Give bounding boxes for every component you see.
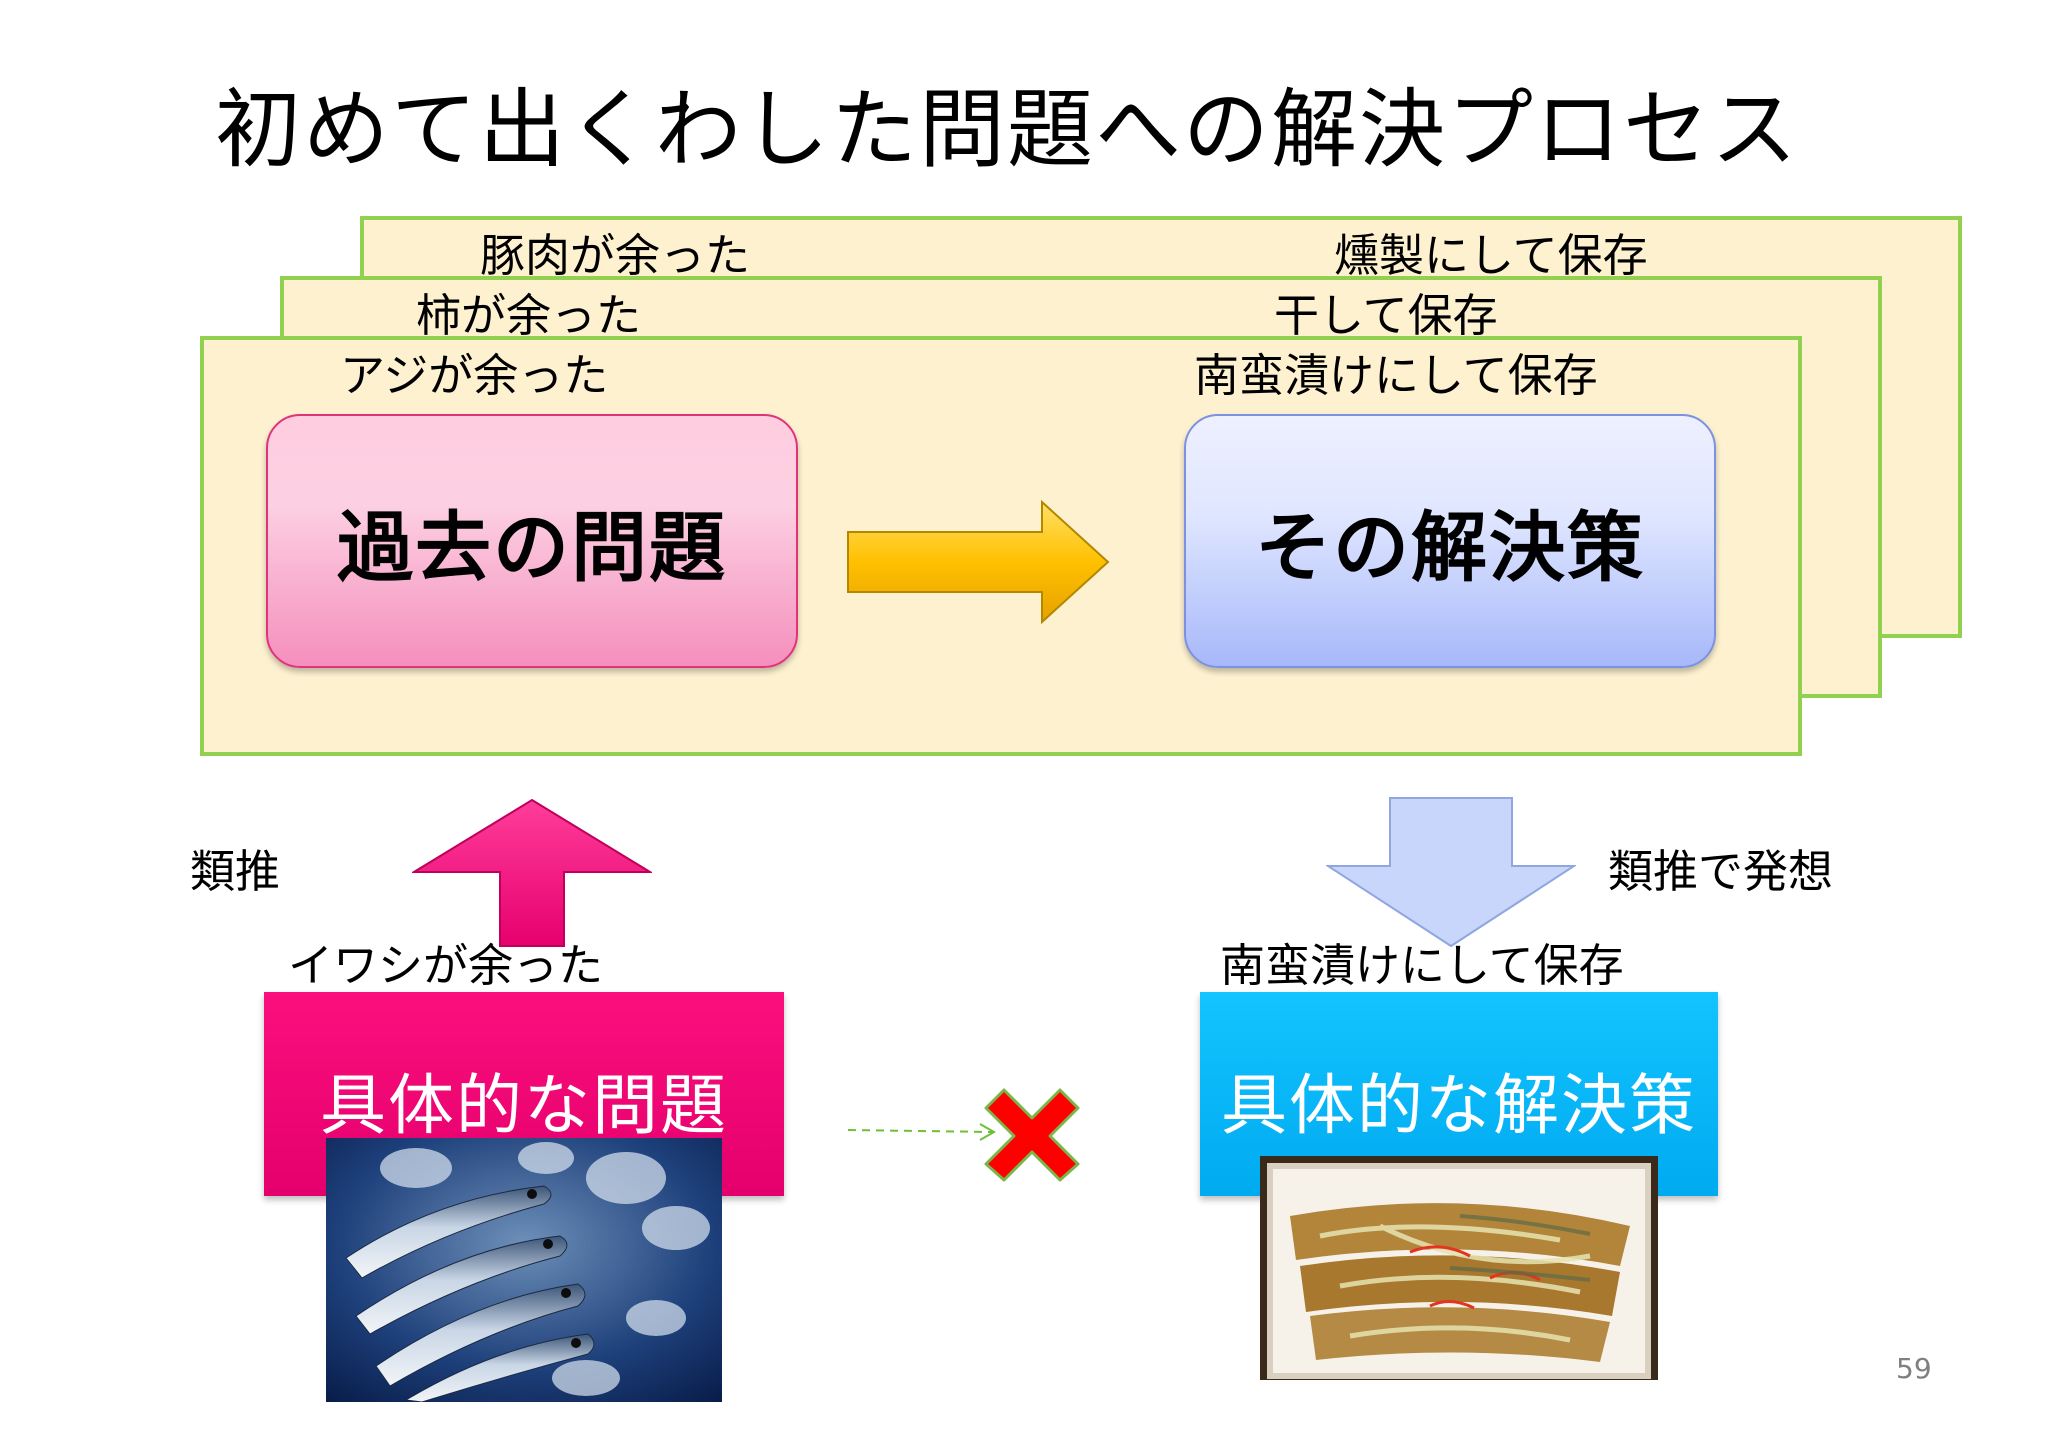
concrete-problem-caption: イワシが余った (288, 939, 604, 992)
yellow-right-arrow-icon (847, 500, 1110, 624)
card-solution-label: 燻製にして保存 (1334, 229, 1648, 282)
card-solution-label: 南蛮漬けにして保存 (1194, 349, 1598, 402)
past-problem-box: 過去の問題 (266, 414, 798, 668)
card-problem-label: 豚肉が余った (480, 229, 751, 282)
analogy-label: 類推 (190, 845, 281, 898)
sardine-photo (326, 1138, 722, 1402)
red-x-icon (984, 1088, 1080, 1182)
concrete-problem-label: 具体的な問題 (320, 1067, 728, 1144)
concrete-solution-caption: 南蛮漬けにして保存 (1220, 939, 1624, 992)
page-title: 初めて出くわした問題への解決プロセス (215, 80, 1799, 180)
card-solution-label: 干して保存 (1274, 289, 1498, 342)
card-problem-label: 柿が余った (416, 289, 642, 342)
magenta-up-arrow-icon (412, 798, 652, 947)
light-blue-down-arrow-icon (1326, 797, 1576, 948)
its-solution-box: その解決策 (1184, 414, 1716, 668)
concrete-solution-label: 具体的な解決策 (1221, 1067, 1697, 1144)
nanbanzuke-photo (1260, 1156, 1658, 1380)
dashed-arrow-icon (847, 1123, 997, 1141)
analogy-idea-label: 類推で発想 (1608, 845, 1834, 898)
card-problem-label: アジが余った (340, 349, 609, 402)
example-card-horse-mackerel: アジが余った 南蛮漬けにして保存 過去の問題 その解決策 (200, 336, 1802, 756)
page-number: 59 (1896, 1352, 1932, 1385)
